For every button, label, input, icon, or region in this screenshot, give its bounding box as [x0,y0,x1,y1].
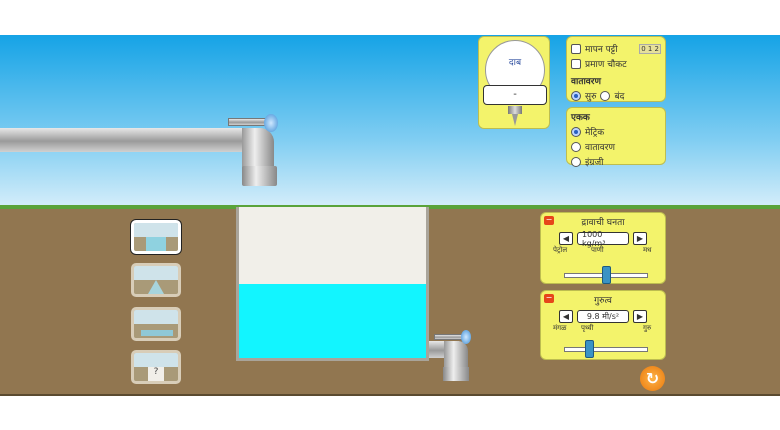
fluid-density-title: द्रावाची घनता [581,218,625,228]
density-label-honey: मध [643,246,652,254]
units-english-label: इंग्रजी [585,158,604,168]
ground-border [0,394,780,396]
collapse-button[interactable]: − [544,215,554,225]
collapse-button[interactable]: − [544,293,554,303]
units-panel: एकक मेट्रिक वातावरण इंग्रजी [566,107,666,168]
grid-checkbox[interactable] [571,58,581,69]
increase-gravity-button[interactable]: ▶ [633,310,647,323]
density-value: 1000 kg/m³ [577,230,629,248]
units-metric-label: मेट्रिक [585,128,605,138]
density-label-gasoline: पेट्रोल [553,246,568,254]
faucet-handle[interactable] [264,114,278,132]
water-pool [236,207,429,361]
gauge-readout: - [483,85,547,105]
reset-all-button[interactable]: ↻ [640,366,665,391]
water [239,284,426,358]
atmosphere-on-label: सुरु [585,92,597,102]
scene-button-trapezoid-pool[interactable] [131,263,181,297]
gravity-slider-thumb[interactable] [585,340,595,358]
density-slider-thumb[interactable] [602,266,611,284]
atmosphere-title: वातावरण [571,77,601,87]
atmosphere-off-radio[interactable] [600,90,611,101]
gravity-label-earth: पृथ्वी [581,324,594,332]
density-label-water: पाणी [591,246,604,254]
gravity-value: 9.8 मी/s² [577,310,629,323]
ruler-label: मापन पट्टी [585,45,618,55]
scene-button-square-pool[interactable] [131,220,181,254]
units-atmospheres-radio[interactable] [571,141,581,152]
units-title: एकक [571,113,590,123]
decrease-gravity-button[interactable]: ◀ [559,310,573,323]
scene-button-chamber-pool[interactable] [131,307,181,341]
increase-density-button[interactable]: ▶ [633,232,647,245]
atmosphere-on-radio[interactable] [571,90,581,101]
decrease-density-button[interactable]: ◀ [559,232,573,245]
units-atmospheres-label: वातावरण [585,143,615,153]
grid-label: प्रमाण चौकट [585,60,627,70]
tools-panel: मापन पट्टी 0 1 2 प्रमाण चौकट वातावरण सुर… [566,36,666,102]
ruler-icon: 0 1 2 [639,43,661,54]
mystery-mark: ? [148,367,164,381]
gravity-label-jupiter: गुरु [643,324,652,332]
atmosphere-off-label: बंद [614,92,625,102]
gravity-label-mars: मंगळ [553,324,567,332]
units-metric-radio[interactable] [571,126,581,137]
gravity-panel: − गुरुत्व ◀ 9.8 मी/s² ▶ मंगळ पृथ्वी गुरु [540,290,666,360]
gravity-title: गुरुत्व [594,296,612,306]
gravity-slider-track[interactable] [564,347,648,352]
faucet-handle[interactable] [461,330,471,344]
reset-icon: ↻ [645,368,660,388]
scene-button-mystery-pool[interactable]: ? [131,350,181,384]
gauge-label: दाब [508,58,522,68]
fluid-density-panel: − द्रावाची घनता ◀ 1000 kg/m³ ▶ पेट्रोल प… [540,212,666,284]
units-english-radio[interactable] [571,156,581,167]
pressure-gauge-panel: दाब - [478,36,550,129]
ruler-checkbox[interactable] [571,43,581,54]
